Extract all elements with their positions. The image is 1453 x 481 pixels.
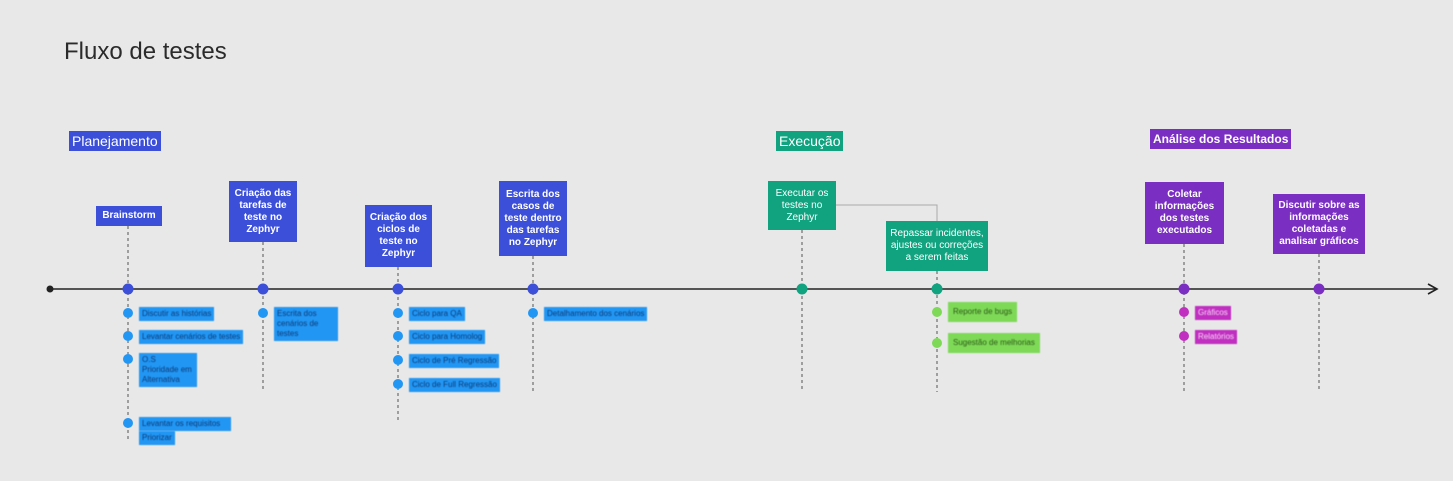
- connector-executar-repassar: [836, 204, 938, 221]
- node-tarefas: [257, 283, 269, 295]
- chip-dot: [932, 307, 942, 317]
- card-executar: Executar os testes no Zephyr: [768, 181, 836, 230]
- chip-dot: [1179, 307, 1189, 317]
- chip-dot: [123, 354, 133, 364]
- card-brainstorm: Brainstorm: [96, 206, 162, 226]
- phase-label-analise: Análise dos Resultados: [1150, 129, 1292, 149]
- card-repassar-label: Repassar incidentes, ajustes ou correçõe…: [890, 228, 984, 263]
- chip-item: Sugestão de melhorias: [948, 333, 1040, 353]
- card-criacao-tarefas: Criação das tarefas de teste no Zephyr: [229, 181, 297, 242]
- chip-item: Levantar os requisitos: [139, 417, 231, 431]
- node-coletar: [1178, 283, 1190, 295]
- chip-item: Escrita dos cenários de testes: [274, 307, 338, 341]
- node-ciclos: [392, 283, 404, 295]
- chip-dot: [528, 308, 538, 318]
- chip-item: Relatórios: [1195, 330, 1238, 344]
- chip-dot: [1179, 331, 1189, 341]
- chip-dot: [393, 308, 403, 318]
- node-discutir: [1313, 283, 1325, 295]
- card-criacao-ciclos-label: Criação dos ciclos de teste no Zephyr: [369, 212, 428, 259]
- chip-dot: [123, 331, 133, 341]
- node-brainstorm: [122, 283, 134, 295]
- card-criacao-ciclos: Criação dos ciclos de teste no Zephyr: [365, 205, 432, 267]
- chip-dot: [123, 308, 133, 318]
- chip-item: Ciclo para QA: [409, 307, 465, 321]
- chip-item: Levantar cenários de testes: [139, 330, 244, 344]
- timeline-start-dot: [46, 285, 54, 293]
- phase-label-planejamento: Planejamento: [69, 131, 161, 151]
- page-title: Fluxo de testes: [64, 38, 227, 65]
- card-discutir-label: Discutir sobre as informações coletadas …: [1278, 200, 1360, 247]
- chip-item: Ciclo para Homolog: [409, 330, 486, 344]
- card-discutir: Discutir sobre as informações coletadas …: [1273, 194, 1365, 254]
- chip-dot: [393, 379, 403, 389]
- node-executar: [796, 283, 808, 295]
- chip-item: Detalhamento dos cenários: [544, 307, 648, 321]
- chip-item: Discutir as histórias: [139, 307, 215, 321]
- chip-item: Ciclo de Pré Regressão: [409, 354, 500, 368]
- chip-dot: [393, 331, 403, 341]
- card-brainstorm-label: Brainstorm: [102, 210, 156, 221]
- chip-dot: [258, 308, 268, 318]
- card-coletar-label: Coletar informações dos testes executado…: [1154, 189, 1215, 236]
- card-escrita-casos: Escrita dos casos de teste dentro das ta…: [499, 181, 567, 256]
- node-repassar: [931, 283, 943, 295]
- card-criacao-tarefas-label: Criação das tarefas de teste no Zephyr: [234, 187, 292, 235]
- chip-item: Gráficos: [1195, 306, 1231, 320]
- chip-item: Ciclo de Full Regressão: [409, 378, 500, 392]
- card-executar-label: Executar os testes no Zephyr: [775, 187, 829, 223]
- chip-item: Reporte de bugs: [948, 302, 1018, 322]
- chip-dot: [932, 338, 942, 348]
- card-coletar: Coletar informações dos testes executado…: [1145, 182, 1224, 244]
- card-escrita-casos-label: Escrita dos casos de teste dentro das ta…: [504, 188, 562, 248]
- chip-dot: [393, 355, 403, 365]
- phase-label-execucao: Execução: [776, 131, 844, 151]
- chip-dot: [123, 418, 133, 428]
- node-casos: [527, 283, 539, 295]
- card-repassar: Repassar incidentes, ajustes ou correçõe…: [886, 221, 988, 271]
- chip-item: O.S Prioridade em Alternativa: [139, 353, 197, 387]
- timeline-arrowhead: [1427, 283, 1439, 295]
- chip-item: Priorizar: [139, 431, 175, 445]
